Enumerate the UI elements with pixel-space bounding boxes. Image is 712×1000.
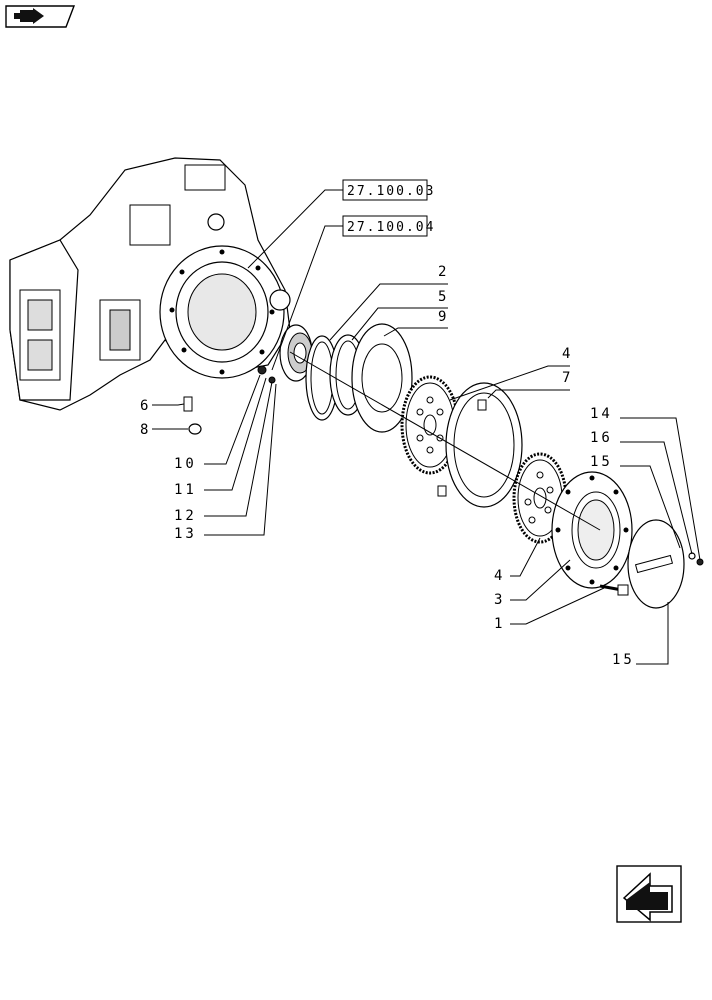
callout-4-lower: 4: [494, 568, 505, 584]
callout-11: 11: [174, 482, 197, 498]
callout-8: 8: [140, 422, 151, 438]
top-nav-button[interactable]: [5, 5, 76, 28]
callout-6: 6: [140, 398, 151, 414]
transmission-housing: [9, 157, 291, 411]
bottom-nav-button[interactable]: [616, 865, 682, 923]
callout-1: 1: [494, 616, 505, 632]
callout-3: 3: [494, 592, 505, 608]
callout-15-lower: 15: [612, 652, 635, 668]
part-6-plug: [183, 396, 193, 412]
callout-2: 2: [438, 264, 449, 280]
reference-label-2: 27.100.04: [347, 220, 435, 235]
forward-arrow-icon: [14, 8, 44, 24]
callout-15-upper: 15: [590, 454, 613, 470]
callout-14: 14: [590, 406, 613, 422]
part-1-bolt: [599, 584, 629, 596]
part-15-cover-plate: [627, 519, 685, 609]
part-8-bush: [188, 423, 202, 435]
callout-13: 13: [174, 526, 197, 542]
part-3-cover: [551, 471, 633, 589]
brake-hub: [257, 324, 313, 384]
callout-4-upper: 4: [562, 346, 573, 362]
callout-16: 16: [590, 430, 613, 446]
callout-5: 5: [438, 289, 449, 305]
callout-7: 7: [562, 370, 573, 386]
part-4-friction-disc-upper: [400, 375, 460, 475]
callout-12: 12: [174, 508, 197, 524]
reference-box-1[interactable]: 27.100.03: [342, 179, 435, 201]
part-7-plate: [437, 382, 523, 508]
reference-box-2[interactable]: 27.100.04: [342, 215, 435, 237]
callout-10: 10: [174, 456, 197, 472]
back-arrow-icon: [622, 872, 673, 922]
part-9-piston: [351, 323, 413, 433]
callout-9: 9: [438, 309, 449, 325]
reference-label-1: 27.100.03: [347, 184, 435, 199]
